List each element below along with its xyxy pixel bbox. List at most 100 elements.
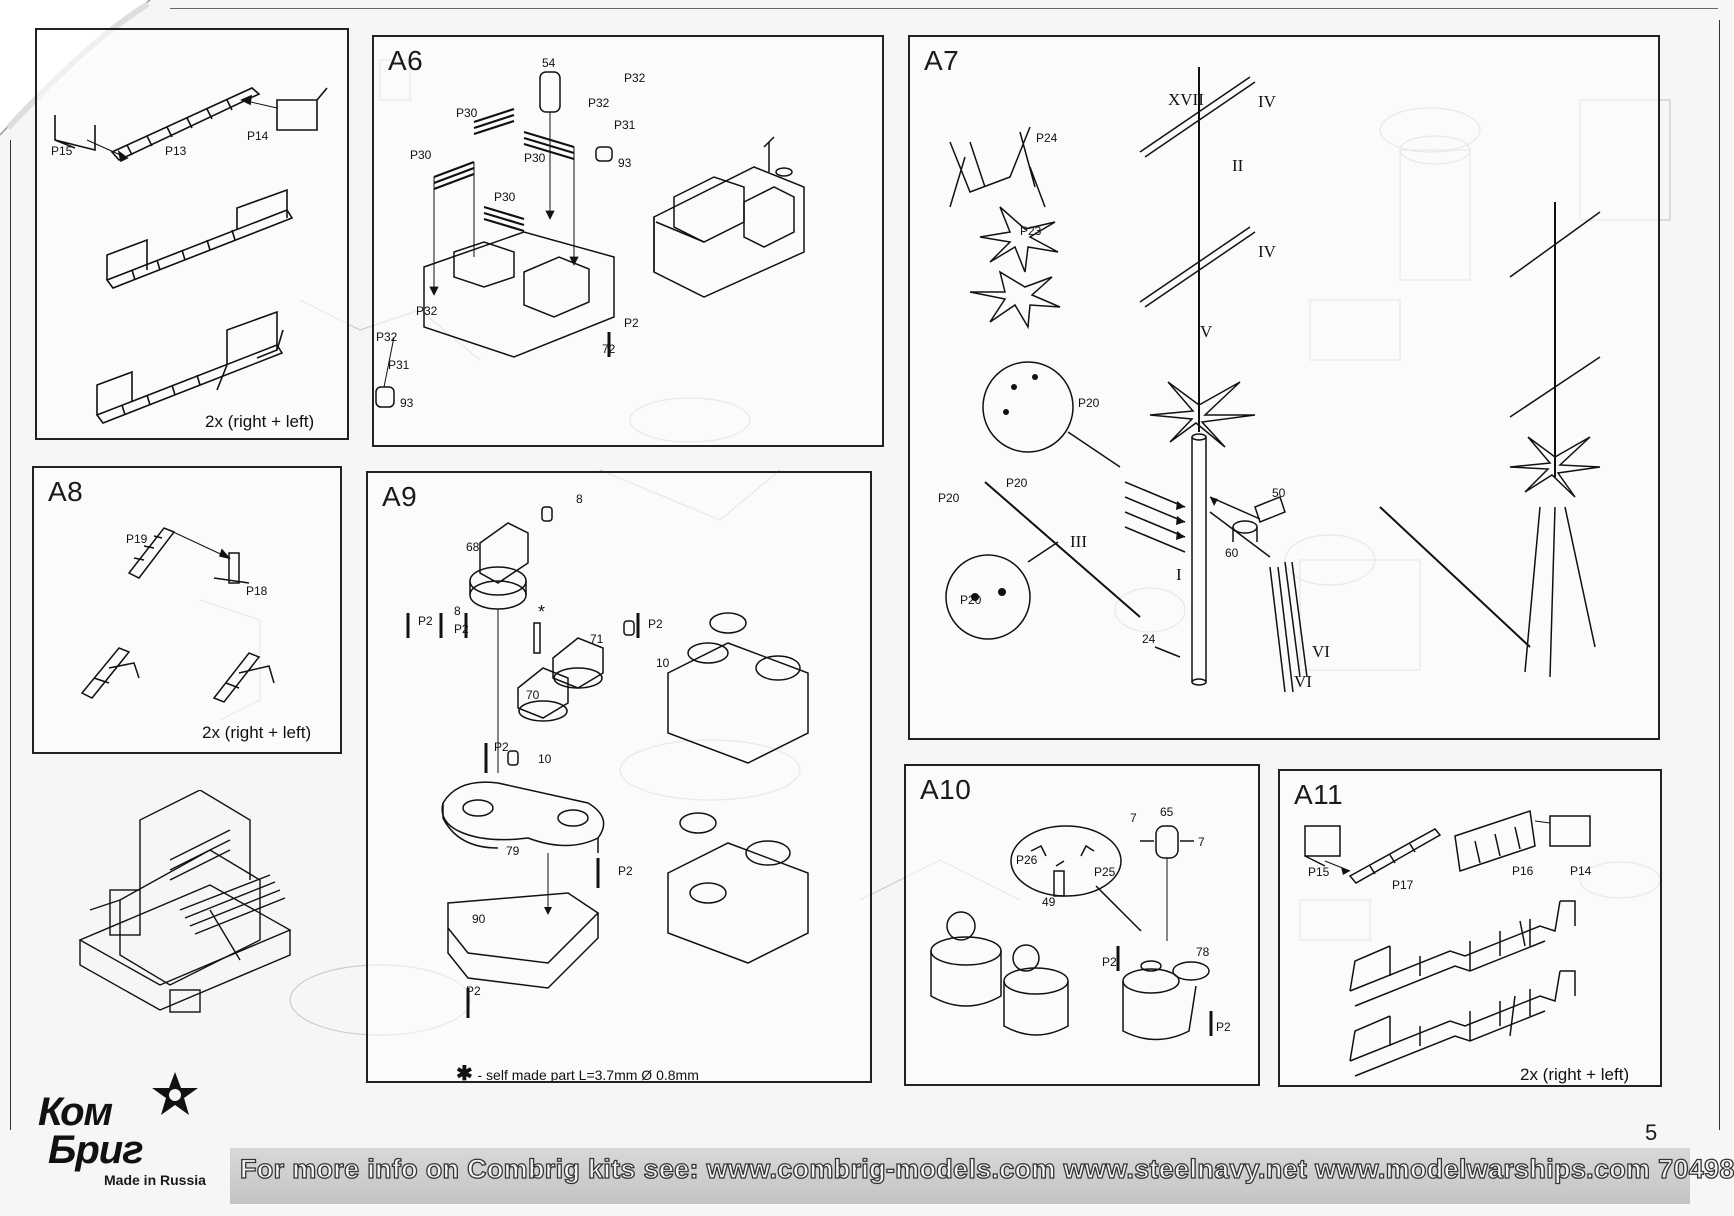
part-label: 10 (538, 752, 552, 766)
part-label: P2 (454, 622, 469, 636)
part-label: P20 (960, 593, 982, 607)
panel-a8: A8 P19 P18 2x (right + left) (32, 466, 342, 754)
panel-a7: A7 (908, 35, 1660, 740)
a8-diagram: P19 P18 (80, 527, 275, 703)
part-label: 79 (506, 844, 520, 858)
assembled-launcher-drawing (78, 790, 292, 1013)
panel-title: A10 (920, 774, 972, 805)
page-border (1719, 20, 1720, 1130)
part-label: 8 (454, 604, 461, 618)
part-label: P30 (494, 190, 516, 204)
quantity-note: 2x (right + left) (202, 723, 312, 742)
part-label: P30 (410, 148, 432, 162)
panel-ladders-top: P15 P13 P14 2x (right + left) (35, 28, 349, 440)
part-label: P15 (51, 144, 73, 158)
a7-diagram: XVII IV II IV V III I VI VI P24 P23 P20 … (938, 67, 1601, 693)
part-label: P23 (1020, 224, 1042, 238)
part-label: 68 (466, 540, 480, 554)
part-label: 72 (602, 342, 616, 356)
part-label: 71 (590, 632, 604, 646)
part-label: 24 (1142, 632, 1156, 646)
self-made-note: ✱ - self made part L=3.7mm Ø 0.8mm (456, 1061, 699, 1083)
panel-a10: A10 (904, 764, 1260, 1086)
part-label: P25 (1094, 865, 1116, 879)
mast-section-label: I (1176, 565, 1182, 584)
a6-diagram: 54 P32 P32 P31 P30 P30 P30 P30 93 P32 P3… (375, 56, 805, 410)
a11-diagram: P15 P17 P16 P14 (1304, 810, 1592, 1077)
part-label: P32 (588, 96, 610, 110)
quantity-note: 2x (right + left) (205, 412, 315, 431)
part-label: 65 (1160, 805, 1174, 819)
part-label: * (538, 602, 545, 622)
part-label: P30 (456, 106, 478, 120)
part-label: P24 (1036, 131, 1058, 145)
logo-text: Ком (38, 1090, 113, 1134)
panel-a6: A6 (372, 35, 884, 447)
part-label: 70 (526, 688, 540, 702)
part-label: 60 (1225, 546, 1239, 560)
a10-diagram: 7 65 7 P26 49 P25 P2 78 P2 (930, 805, 1231, 1041)
mast-section-label: II (1232, 156, 1244, 175)
part-label: P2 (624, 316, 639, 330)
part-label: 49 (1042, 895, 1056, 909)
part-label: P13 (165, 144, 187, 158)
part-label: P17 (1392, 878, 1414, 892)
mast-section-label: III (1070, 532, 1087, 551)
footer-info-text: For more info on Combrig kits see: www.c… (239, 1153, 1734, 1184)
part-label: 54 (542, 56, 556, 70)
part-label: P2 (466, 984, 481, 998)
panel-title: A9 (382, 481, 418, 512)
part-label: P32 (624, 71, 646, 85)
part-label: P18 (246, 584, 268, 598)
page-border (10, 140, 11, 1130)
part-label: P20 (938, 491, 960, 505)
panel-a9: A9 (366, 471, 872, 1083)
part-label: 10 (656, 656, 670, 670)
part-label: 90 (472, 912, 486, 926)
footer-bar (230, 1148, 1690, 1204)
part-label: P26 (1016, 853, 1038, 867)
mast-section-label: VI (1312, 642, 1330, 661)
part-label: 93 (618, 156, 632, 170)
part-label: P2 (494, 740, 509, 754)
part-label: 8 (576, 492, 583, 506)
panel-a11: A11 P15 P17 P1 (1278, 769, 1662, 1087)
asterisk-icon: ✱ (456, 1063, 473, 1083)
part-label: P30 (524, 151, 546, 165)
mast-section-label: IV (1258, 92, 1277, 111)
part-label: P20 (1006, 476, 1028, 490)
part-label: P14 (1570, 864, 1592, 878)
part-label: P15 (1308, 865, 1330, 879)
mast-section-label: V (1200, 322, 1213, 341)
part-label: P2 (1102, 955, 1117, 969)
page-number: 5 (1645, 1120, 1658, 1145)
part-label: P32 (376, 330, 398, 344)
part-label: P2 (618, 864, 633, 878)
star-icon (152, 1072, 198, 1115)
part-label: P2 (418, 614, 433, 628)
part-label: 93 (400, 396, 414, 410)
panel-title: A8 (48, 476, 84, 507)
a9-diagram: 68 8 8 P2 P2 P2 71 10 70 P2 10 79 P2 90 … (406, 492, 809, 1018)
part-label: P2 (648, 617, 663, 631)
part-label: 78 (1196, 945, 1210, 959)
logo-text: Бриг (48, 1128, 144, 1172)
page-border (170, 8, 1718, 9)
panel-title: A6 (388, 45, 424, 76)
quantity-note: 2x (right + left) (1520, 1065, 1630, 1084)
part-label: P32 (416, 304, 438, 318)
mast-section-label: VI (1294, 672, 1312, 691)
part-label: P14 (247, 129, 269, 143)
part-label: P20 (1078, 396, 1100, 410)
part-label: P2 (1216, 1020, 1231, 1034)
part-label: 7 (1130, 811, 1137, 825)
part-label: P31 (388, 358, 410, 372)
panel-title: A7 (924, 45, 960, 76)
part-label: 50 (1272, 486, 1286, 500)
ladder-diagram: P15 P13 P14 (51, 87, 328, 424)
part-label: P31 (614, 118, 636, 132)
mast-section-label: XVII (1168, 90, 1204, 109)
mast-section-label: IV (1258, 242, 1277, 261)
part-label: P19 (126, 532, 148, 546)
